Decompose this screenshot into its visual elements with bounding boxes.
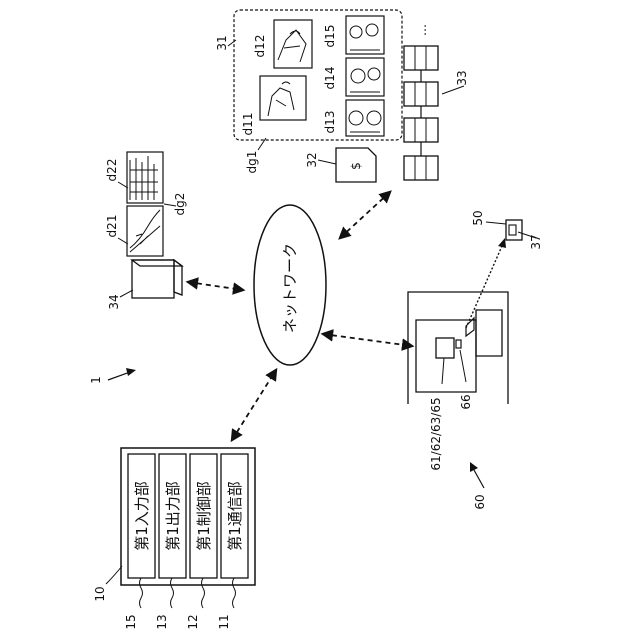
device-60-screen [436,338,454,358]
ref-10: 10 [93,586,107,601]
network-label: ネットワーク [281,243,299,333]
leader-32 [318,160,336,164]
ref-31: 31 [215,35,229,50]
storage-31: 31 d11 d12 d13 d14 d15 dg1 [215,10,402,173]
photo-d13 [346,100,384,136]
leader-10 [106,566,122,584]
ref-15: 15 [124,614,138,629]
ref-d12: d12 [253,35,267,58]
ref-d11: d11 [241,113,255,136]
document-32-symbol: $ [349,162,363,170]
image-group-dg2: d21 d22 dg2 [105,152,187,256]
server-34-side [174,260,182,295]
block-output-unit-label: 第1出力部 [164,481,182,551]
ref-34: 34 [107,294,121,309]
leader-66 [460,350,466,382]
chain-33: … 33 [404,24,469,180]
photo-d14-faces [350,68,380,92]
leader-sub-units [442,358,444,384]
leader-13 [171,578,174,608]
system-arrow [108,372,130,380]
link-network-device60 [323,334,412,346]
photo-d15 [346,16,384,54]
system-arrowhead [126,368,136,376]
chain-block-1 [404,156,438,180]
ref-13: 13 [155,614,169,629]
device-60-body [416,320,476,392]
server-34: 34 [107,260,182,310]
photo-d12-figure [278,30,306,62]
device-60-reader [456,340,461,348]
block-control-unit-label: 第1制御部 [195,481,213,551]
leader-50 [486,222,506,224]
network: ネットワーク [254,205,326,365]
ref-d21: d21 [105,215,119,238]
chain-block-4-box [404,46,438,70]
device-50-link [466,246,502,328]
ref-dg1: dg1 [245,151,259,174]
device-50-screen [509,225,516,235]
ref-66: 66 [459,394,473,409]
ref-60: 60 [473,494,487,509]
leader-15 [140,578,143,608]
ref-dg2: dg2 [173,193,187,216]
leader-12 [202,578,205,608]
photo-d21-landscape [130,210,160,252]
photo-d13-faces [349,111,381,132]
chain-block-2-box [404,118,438,142]
photo-d11-figure [268,82,294,116]
chain-block-2 [404,118,438,142]
device-60: 61/62/63/65 66 60 [408,292,508,510]
link-server34-network [188,282,243,290]
block-communication-unit: 第1通信部 [221,454,248,578]
ref-d14: d14 [323,67,337,90]
system-label: 1 [89,368,136,384]
device-60-side [476,310,502,356]
storage-31-frame [234,10,402,140]
chain-block-1-box [404,156,438,180]
ref-50: 50 [471,210,485,225]
photo-d22-buildings [130,156,158,200]
device-10: 第1入力部 第1出力部 第1制御部 第1通信部 10 15 13 12 11 [93,448,255,630]
ref-d15: d15 [323,25,337,48]
chain-block-3 [404,82,438,106]
ref-1: 1 [89,376,103,384]
ref-32: 32 [305,152,319,167]
block-input-unit-label: 第1入力部 [133,481,151,551]
block-input-unit: 第1入力部 [128,454,155,578]
ref-12: 12 [186,614,200,629]
chain-block-3-box [404,82,438,106]
ref-sub-units: 61/62/63/65 [429,397,443,470]
leader-60 [474,470,484,488]
block-output-unit: 第1出力部 [159,454,186,578]
ref-d13: d13 [323,111,337,134]
ref-d22: d22 [105,159,119,182]
chain-block-4 [404,46,438,70]
block-control-unit: 第1制御部 [190,454,217,578]
leader-31 [228,40,236,46]
device-50-body [506,220,522,240]
document-32: $ 32 [305,148,376,182]
chain-ellipsis: … [415,24,429,36]
link-device10-network [232,370,276,440]
device-50-link-arrowhead [498,238,506,248]
leader-11 [233,578,236,608]
block-communication-unit-label: 第1通信部 [226,481,244,551]
leader-33 [442,86,464,94]
photo-d22 [127,152,163,203]
link-network-storage [340,192,390,238]
leader-34 [120,290,133,297]
ref-11: 11 [217,614,231,629]
photo-d15-faces [350,24,380,50]
ref-33: 33 [455,70,469,85]
